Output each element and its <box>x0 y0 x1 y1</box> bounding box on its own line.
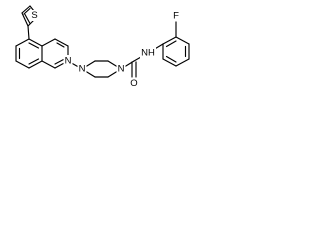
quinoline-nitrogen-label: N <box>65 56 72 67</box>
quinoline-benzo-ring <box>15 38 43 69</box>
quinoline-bond <box>28 60 43 69</box>
atom-labels: S F N N N NH O <box>30 10 181 89</box>
phenyl-double-bond <box>165 40 177 48</box>
quinoline-bond <box>15 60 30 69</box>
quinoline-bond <box>41 60 56 69</box>
quinoline-bond <box>54 38 69 47</box>
fluorine-atom-label: F <box>173 11 179 22</box>
quinoline-bond <box>41 38 56 47</box>
thiophene-to-quinoline-bond <box>27 25 30 40</box>
phenyl-bond <box>162 36 177 45</box>
sulfur-atom-label: S <box>31 10 37 21</box>
phenyl-double-bond <box>165 55 177 63</box>
quinoline-double-bond <box>54 58 66 65</box>
quinoline-double-bond <box>28 42 40 49</box>
quinoline-bond <box>15 38 30 47</box>
amide-nh-label: NH <box>141 48 155 59</box>
thiophene-bond <box>21 5 31 14</box>
thiophene-double-bond <box>24 13 31 25</box>
phenyl-bond <box>162 58 177 67</box>
piperazine-ring <box>81 60 122 78</box>
quinoline-double-bond <box>28 58 40 65</box>
molecule-structure-drawing: S F N N N NH O <box>15 5 190 89</box>
fluorophenyl-ring <box>162 21 190 67</box>
phenyl-bond <box>175 36 190 45</box>
piperazine-nitrogen-left-label: N <box>79 64 86 75</box>
piperazine-nitrogen-right-label: N <box>118 64 125 75</box>
thiophene-double-bond <box>23 7 31 15</box>
quinoline-bond <box>28 38 43 47</box>
thiophene-bond <box>21 12 29 27</box>
quinoline-double-bond <box>56 42 65 48</box>
phenyl-bond <box>175 58 190 67</box>
carbonyl-oxygen-label: O <box>130 78 137 89</box>
